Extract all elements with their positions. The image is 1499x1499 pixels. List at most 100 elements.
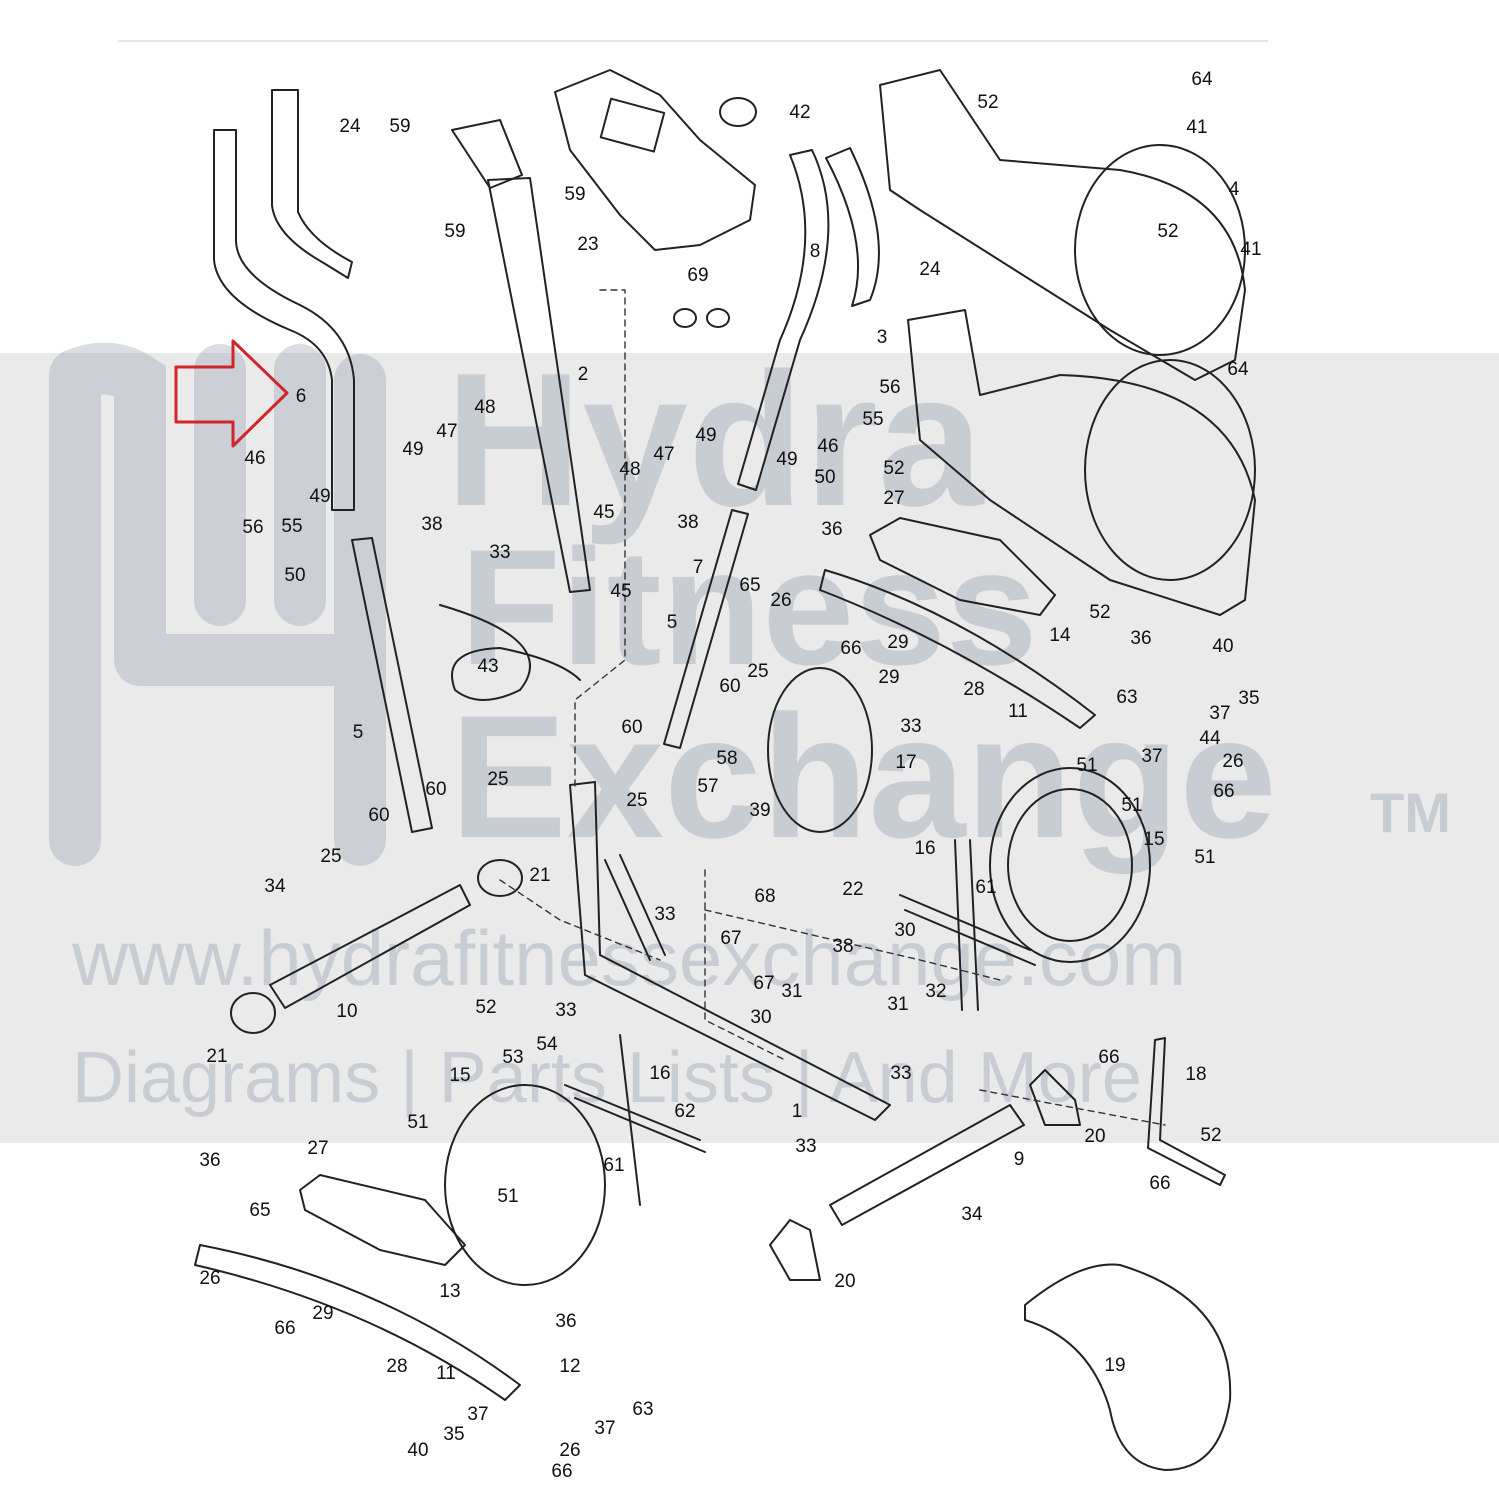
part-label: 19 xyxy=(1104,1355,1126,1376)
part-label: 18 xyxy=(1185,1064,1207,1085)
part-label: 21 xyxy=(529,865,551,886)
part-label: 11 xyxy=(436,1363,456,1384)
cap-69b xyxy=(706,308,730,328)
part-label: 58 xyxy=(716,748,738,769)
part-label: 4 xyxy=(1228,179,1240,200)
part-label: 35 xyxy=(443,1424,465,1445)
part-label: 26 xyxy=(199,1268,221,1289)
part-label: 46 xyxy=(817,436,839,457)
part-label: 26 xyxy=(559,1440,581,1461)
part-label: 51 xyxy=(1121,795,1143,816)
part-label: 56 xyxy=(242,517,264,538)
part-label: 47 xyxy=(653,444,675,465)
part-label: 1 xyxy=(791,1101,803,1122)
shroud-4 xyxy=(879,69,1246,381)
part-label: 51 xyxy=(497,1186,519,1207)
part-label: 55 xyxy=(862,409,884,430)
rear-tube-9 xyxy=(829,1104,1025,1226)
part-label: 63 xyxy=(1116,687,1138,708)
part-label: 34 xyxy=(264,876,286,897)
part-label: 38 xyxy=(832,936,854,957)
part-label: 33 xyxy=(795,1136,817,1157)
stabilizer-16 xyxy=(899,839,1036,1011)
part-label: 28 xyxy=(963,679,985,700)
knob-42 xyxy=(719,97,757,127)
part-label: 35 xyxy=(1238,688,1260,709)
part-label: 36 xyxy=(821,519,843,540)
right-handle-8 xyxy=(737,149,830,491)
endcap-21b xyxy=(230,992,276,1034)
part-label: 45 xyxy=(610,581,632,602)
stabilizer-16-lower xyxy=(564,1034,706,1206)
part-label: 66 xyxy=(551,1461,573,1482)
part-label: 49 xyxy=(695,425,717,446)
part-label: 31 xyxy=(781,981,803,1002)
part-label: 50 xyxy=(284,565,306,586)
part-label: 21 xyxy=(206,1046,228,1067)
part-label: 52 xyxy=(475,997,497,1018)
part-label: 66 xyxy=(1149,1173,1171,1194)
part-label: 16 xyxy=(649,1063,671,1084)
front-tube-10 xyxy=(269,884,471,1009)
part-label: 65 xyxy=(249,1200,271,1221)
part-label: 55 xyxy=(281,516,303,537)
part-label: 39 xyxy=(749,800,771,821)
left-lower-tube-5 xyxy=(351,537,433,833)
part-label: 42 xyxy=(789,102,811,123)
part-label: 30 xyxy=(894,920,916,941)
part-label: 37 xyxy=(467,1404,489,1425)
part-label: 20 xyxy=(1084,1126,1106,1147)
part-label: 24 xyxy=(919,259,941,280)
part-label: 61 xyxy=(603,1155,625,1176)
part-label: 9 xyxy=(1013,1149,1025,1170)
part-label: 33 xyxy=(489,542,511,563)
part-label: 33 xyxy=(890,1063,912,1084)
part-label: 26 xyxy=(770,590,792,611)
part-label: 48 xyxy=(474,397,496,418)
part-label: 54 xyxy=(536,1034,558,1055)
part-label: 47 xyxy=(436,421,458,442)
part-label: 23 xyxy=(577,234,599,255)
flywheel-17 xyxy=(767,667,873,833)
part-label: 52 xyxy=(977,92,999,113)
console-display xyxy=(599,97,666,153)
watermark-exchange: Exchange xyxy=(450,680,1277,875)
part-label: 5 xyxy=(666,612,678,633)
part-label: 17 xyxy=(895,752,917,773)
part-label: 67 xyxy=(720,928,742,949)
part-label: 10 xyxy=(336,1001,358,1022)
part-label: 25 xyxy=(626,790,648,811)
part-label: 22 xyxy=(842,879,864,900)
part-label: 66 xyxy=(1098,1047,1120,1068)
part-label: 28 xyxy=(386,1356,408,1377)
part-label: 15 xyxy=(1143,829,1165,850)
part-label: 13 xyxy=(439,1281,461,1302)
shroud-3 xyxy=(907,309,1256,616)
part-label: 66 xyxy=(1213,781,1235,802)
part-label: 65 xyxy=(739,575,761,596)
part-label: 69 xyxy=(687,265,709,286)
part-label: 25 xyxy=(747,661,769,682)
part-label: 67 xyxy=(753,973,775,994)
pedal-arm-11 xyxy=(819,569,1096,729)
grip-24 xyxy=(271,89,353,279)
part-label: 16 xyxy=(914,838,936,859)
upright-2 xyxy=(487,177,591,593)
part-label: 60 xyxy=(719,676,741,697)
part-label: 51 xyxy=(1194,847,1216,868)
part-label: 5 xyxy=(352,722,364,743)
part-label: 52 xyxy=(1200,1125,1222,1146)
endcap-21a xyxy=(477,859,523,897)
part-label: 27 xyxy=(883,488,905,509)
upright-cap xyxy=(451,119,523,189)
part-label: 38 xyxy=(421,514,443,535)
part-label: 36 xyxy=(1130,628,1152,649)
part-label: 15 xyxy=(449,1065,471,1086)
part-label: 49 xyxy=(402,439,424,460)
wheel-15-inner xyxy=(1007,788,1133,942)
part-label: 14 xyxy=(1049,625,1071,646)
part-label: 11 xyxy=(1008,701,1028,722)
part-label: 38 xyxy=(677,512,699,533)
